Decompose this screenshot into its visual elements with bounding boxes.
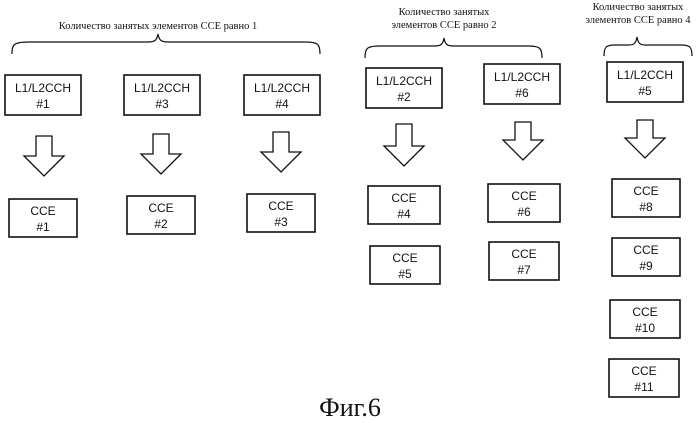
channel-box-6: L1/L2CCH #6 xyxy=(484,64,560,104)
svg-text:CCE: CCE xyxy=(633,184,658,198)
group-label-2-line-1: Количество занятых xyxy=(399,7,491,18)
down-arrow-3 xyxy=(261,132,301,172)
group-label-1: Количество занятых элементов CCE равно 1 xyxy=(59,21,258,32)
group-label-2-line-2: элементов CCE равно 2 xyxy=(391,20,496,31)
group-brace-3 xyxy=(604,37,692,56)
svg-text:#1: #1 xyxy=(36,97,50,111)
svg-text:#4: #4 xyxy=(275,97,289,111)
cce-box-6: CCE #6 xyxy=(488,184,560,222)
cce-box-4: CCE #4 xyxy=(368,186,440,224)
cce-box-10: CCE #10 xyxy=(610,300,680,338)
svg-text:#2: #2 xyxy=(154,217,168,231)
group-brace-2 xyxy=(365,38,542,58)
cce-box-11: CCE #11 xyxy=(609,359,679,397)
svg-text:CCE: CCE xyxy=(631,364,656,378)
svg-text:CCE: CCE xyxy=(511,247,536,261)
cce-box-7: CCE #7 xyxy=(489,242,559,280)
svg-text:CCE: CCE xyxy=(392,251,417,265)
down-arrow-4 xyxy=(384,124,424,166)
cce-box-8: CCE #8 xyxy=(612,179,680,217)
svg-text:L1/L2CCH: L1/L2CCH xyxy=(254,81,310,95)
svg-text:#5: #5 xyxy=(398,267,412,281)
svg-text:CCE: CCE xyxy=(632,305,657,319)
cce-box-9: CCE #9 xyxy=(612,238,680,276)
svg-text:#1: #1 xyxy=(36,220,50,234)
svg-text:CCE: CCE xyxy=(511,189,536,203)
down-arrow-6 xyxy=(625,120,665,158)
svg-text:#9: #9 xyxy=(639,259,653,273)
cce-box-5: CCE #5 xyxy=(370,246,440,284)
figure-caption: Фиг.6 xyxy=(319,393,381,422)
group-brace-1 xyxy=(12,34,320,54)
svg-text:#7: #7 xyxy=(517,263,531,277)
svg-text:#8: #8 xyxy=(639,200,653,214)
svg-text:#11: #11 xyxy=(634,380,653,394)
svg-text:#3: #3 xyxy=(155,97,169,111)
svg-text:#6: #6 xyxy=(517,205,531,219)
channel-box-2: L1/L2CCH #2 xyxy=(366,68,442,108)
svg-text:L1/L2CCH: L1/L2CCH xyxy=(617,68,673,82)
svg-text:CCE: CCE xyxy=(268,199,293,213)
svg-text:#2: #2 xyxy=(397,90,411,104)
channel-box-5: L1/L2CCH #5 xyxy=(607,62,683,102)
svg-text:CCE: CCE xyxy=(148,201,173,215)
cce-box-1: CCE #1 xyxy=(9,199,77,237)
svg-text:L1/L2CCH: L1/L2CCH xyxy=(494,70,550,84)
svg-text:#5: #5 xyxy=(638,84,652,98)
cce-box-2: CCE #2 xyxy=(127,196,195,234)
down-arrow-5 xyxy=(503,122,543,160)
down-arrow-1 xyxy=(24,136,64,176)
svg-text:L1/L2CCH: L1/L2CCH xyxy=(134,81,190,95)
channel-box-1: L1/L2CCH #1 xyxy=(5,75,81,115)
svg-text:CCE: CCE xyxy=(391,191,416,205)
group-label-3-line-2: элементов CCE равно 4 xyxy=(585,15,691,26)
channel-box-3: L1/L2CCH #3 xyxy=(124,75,200,115)
svg-text:#6: #6 xyxy=(515,86,529,100)
svg-text:#3: #3 xyxy=(274,215,288,229)
svg-text:L1/L2CCH: L1/L2CCH xyxy=(15,81,71,95)
svg-text:#10: #10 xyxy=(635,321,655,335)
svg-text:CCE: CCE xyxy=(30,204,55,218)
group-label-3-line-1: Количество занятых xyxy=(593,2,685,13)
down-arrow-2 xyxy=(141,134,181,174)
channel-box-4: L1/L2CCH #4 xyxy=(244,75,320,115)
svg-text:#4: #4 xyxy=(397,207,411,221)
cce-box-3: CCE #3 xyxy=(247,194,315,232)
svg-text:L1/L2CCH: L1/L2CCH xyxy=(376,74,432,88)
svg-text:CCE: CCE xyxy=(633,243,658,257)
